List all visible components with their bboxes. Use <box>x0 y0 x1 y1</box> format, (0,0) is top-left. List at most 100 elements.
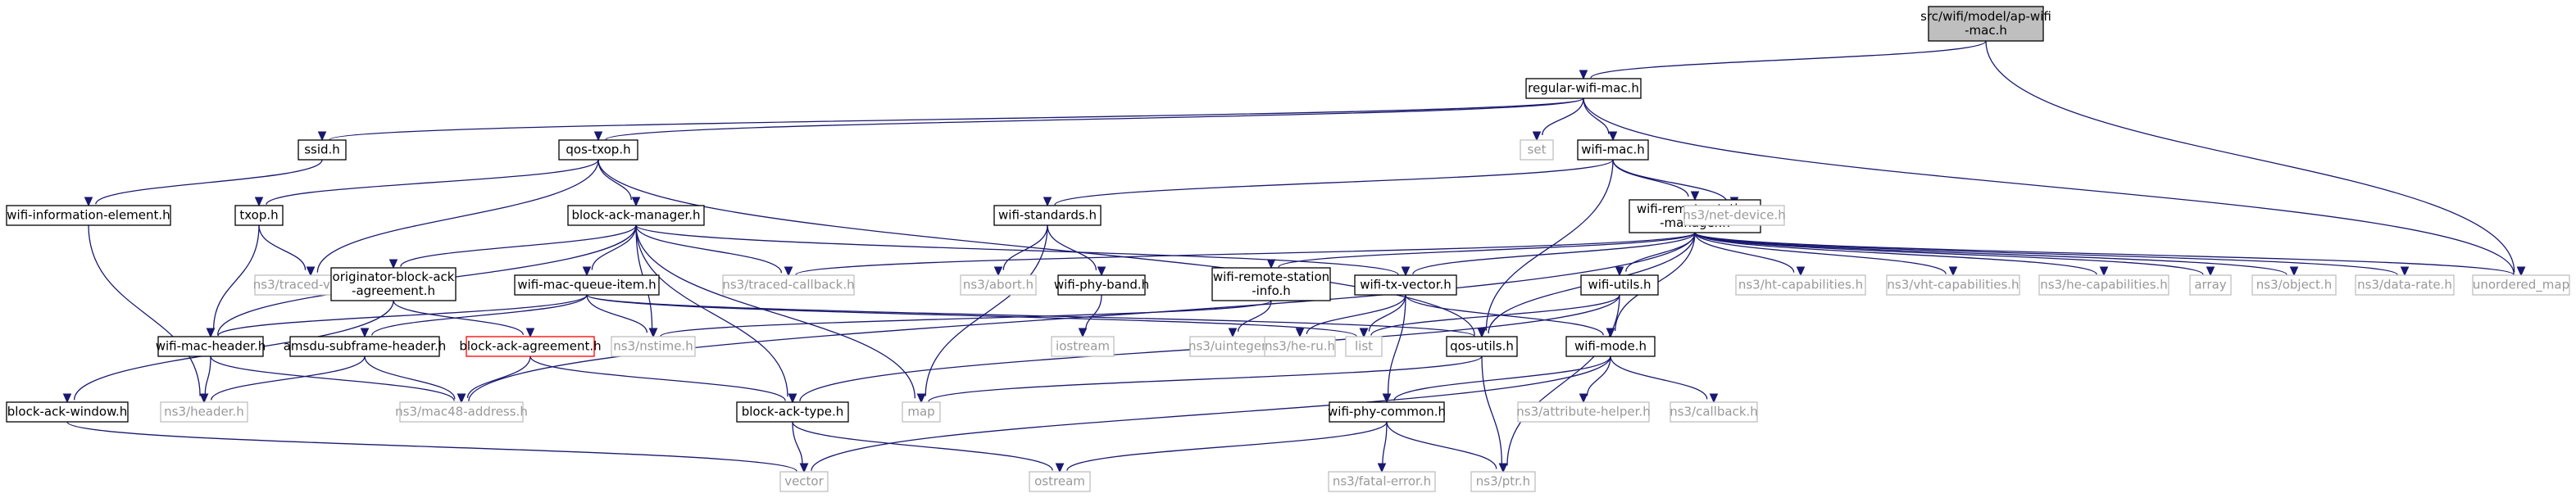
node-wmode[interactable]: wifi-mode.h <box>1565 336 1656 357</box>
node-wtv[interactable]: wifi-tx-vector.h <box>1354 274 1457 296</box>
node-qosutils[interactable]: qos-utils.h <box>1446 336 1518 357</box>
node-label: ns3/he-capabilities.h <box>2040 278 2168 292</box>
node-label: wifi-phy-band.h <box>1054 278 1149 292</box>
node-label: wifi-standards.h <box>998 208 1097 223</box>
node-box <box>1328 471 1436 492</box>
node-label: ns3/nstime.h <box>613 339 693 354</box>
node-vector: vector <box>779 471 829 492</box>
edge-baa-to-mac48 <box>457 355 531 404</box>
node-label: set <box>1528 143 1547 157</box>
node-box <box>1886 274 2020 296</box>
node-mac48: ns3/mac48-address.h <box>395 401 528 423</box>
edge-wrsm-to-vhtcap <box>1694 232 1958 277</box>
node-iostream: iostream <box>1051 336 1115 357</box>
node-bam[interactable]: block-ack-manager.h <box>567 205 705 226</box>
edge-qostxop-to-txop <box>254 159 599 207</box>
node-qostxop[interactable]: qos-txop.h <box>558 139 638 161</box>
node-box <box>1029 471 1091 492</box>
nodes-layer: src/wifi/model/ap-wifi-mac.h regular-wifi… <box>6 6 2570 492</box>
node-txop[interactable]: txop.h <box>234 205 284 226</box>
node-wutils[interactable]: wifi-utils.h <box>1580 274 1659 296</box>
edge-regular-to-wifimac <box>1583 97 1618 142</box>
edge-wutils-to-list <box>1359 294 1620 338</box>
node-wstd[interactable]: wifi-standards.h <box>993 205 1102 226</box>
node-box <box>466 336 595 357</box>
node-wpb[interactable]: wifi-phy-band.h <box>1054 274 1149 296</box>
edge-bam-to-batype <box>635 224 797 404</box>
node-box <box>2038 274 2169 296</box>
node-label: wifi-information-element.h <box>7 208 170 223</box>
edge-wrsm-to-wrsi <box>1266 232 1696 269</box>
node-label: ns3/traced-callback.h <box>722 278 854 292</box>
node-label: ns3/mac48-address.h <box>395 405 528 419</box>
node-box <box>1264 336 1336 357</box>
node-box <box>779 471 829 492</box>
edge-wrsm-to-array <box>1694 232 2215 277</box>
node-htcap: ns3/ht-capabilities.h <box>1735 274 1866 296</box>
node-label: ns3/data-rate.h <box>2357 278 2452 292</box>
node-list: list <box>1345 336 1383 357</box>
edge-wrsm-to-object <box>1694 232 2299 277</box>
node-box <box>1517 401 1650 423</box>
node-fatal: ns3/fatal-error.h <box>1328 471 1436 492</box>
node-box <box>1928 6 2044 42</box>
node-baw[interactable]: block-ack-window.h <box>6 401 129 423</box>
edge-batype-to-vector <box>792 421 809 473</box>
node-label: wifi-remote-station <box>1213 269 1329 284</box>
edge-wrsm-to-hecap <box>1694 232 2109 277</box>
node-label: amsdu-subframe-header.h <box>284 339 447 354</box>
node-label: wifi-mac.h <box>1581 143 1645 157</box>
edge-wpc-to-fatal <box>1377 421 1388 473</box>
node-box <box>1577 139 1649 161</box>
node-label: block-ack-type.h <box>742 405 844 419</box>
node-amsdu[interactable]: amsdu-subframe-header.h <box>284 336 447 357</box>
node-wifimac[interactable]: wifi-mac.h <box>1577 139 1649 161</box>
node-box <box>1189 336 1276 357</box>
node-vhtcap: ns3/vht-capabilities.h <box>1886 274 2020 296</box>
edge-wrsi-to-uint <box>1228 300 1272 338</box>
node-label: ns3/ptr.h <box>1476 474 1530 489</box>
node-label: ssid.h <box>304 143 340 157</box>
node-wie[interactable]: wifi-information-element.h <box>6 205 171 226</box>
edge-regular-to-set <box>1532 97 1584 142</box>
node-label: ns3/abort.h <box>963 278 1034 292</box>
edge-txop-to-wmh <box>206 224 260 338</box>
edge-wrsm-to-drate <box>1694 232 2410 277</box>
edge-wmode-to-callback <box>1610 355 1719 404</box>
node-label: originator-block-ack <box>333 269 455 284</box>
node-label: ns3/object.h <box>2256 278 2332 292</box>
edge-wstd-to-abort <box>993 224 1048 277</box>
node-oba[interactable]: originator-block-ack-agreement.h <box>330 267 457 301</box>
node-box <box>399 401 524 423</box>
node-wpc[interactable]: wifi-phy-common.h <box>1328 401 1446 423</box>
node-box <box>6 401 129 423</box>
node-label: wifi-mac-header.h <box>156 339 266 354</box>
node-label: -mac.h <box>1965 23 2007 38</box>
node-label: ostream <box>1034 474 1085 489</box>
node-box <box>1051 336 1115 357</box>
node-box <box>722 274 855 296</box>
node-label: wifi-tx-vector.h <box>1360 278 1452 292</box>
node-regular[interactable]: regular-wifi-mac.h <box>1525 78 1642 99</box>
edge-ssid-to-wie <box>84 159 323 207</box>
node-baa[interactable]: block-ack-agreement.h <box>459 336 602 357</box>
edge-wrsm-to-wtv <box>1401 232 1696 277</box>
node-wrsi[interactable]: wifi-remote-station-info.h <box>1211 267 1331 301</box>
node-box <box>330 267 457 301</box>
node-box <box>1565 336 1656 357</box>
node-label: ns3/he-ru.h <box>1265 339 1335 354</box>
edge-bam-to-oba <box>388 224 637 269</box>
node-hecap: ns3/he-capabilities.h <box>2038 274 2169 296</box>
edge-wrsi-to-nstime <box>648 300 1272 338</box>
node-batype[interactable]: block-ack-type.h <box>736 401 849 423</box>
node-callback: ns3/callback.h <box>1670 401 1758 423</box>
node-wmqi[interactable]: wifi-mac-queue-item.h <box>514 274 660 296</box>
node-label: ns3/attribute-helper.h <box>1516 405 1650 419</box>
node-wmh[interactable]: wifi-mac-header.h <box>156 336 266 357</box>
node-box <box>567 205 705 226</box>
node-ap[interactable]: src/wifi/model/ap-wifi-mac.h <box>1920 6 2051 42</box>
edge-wmode-to-wpc <box>1382 355 1611 404</box>
node-attr: ns3/attribute-helper.h <box>1516 401 1651 423</box>
node-ssid[interactable]: ssid.h <box>298 139 347 161</box>
edge-bam-to-wmqi <box>582 224 637 277</box>
